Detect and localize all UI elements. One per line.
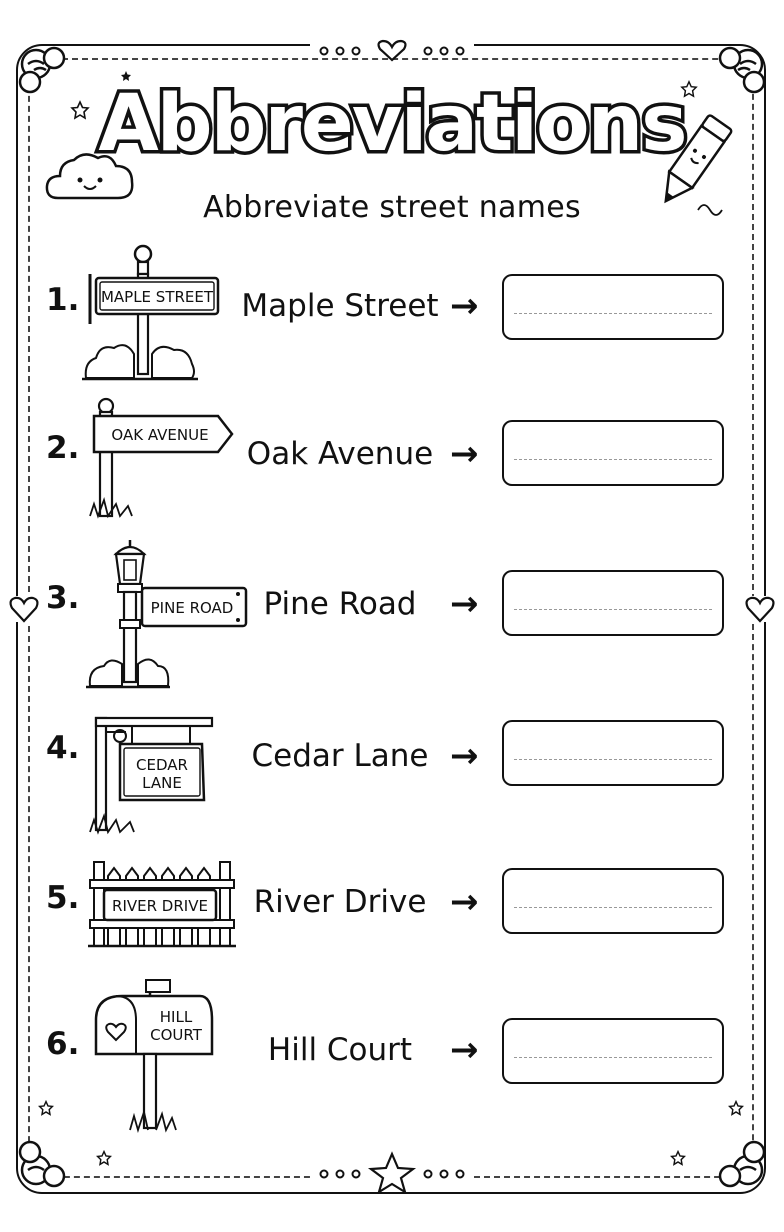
answer-box[interactable] xyxy=(502,420,724,486)
sign-label-line1: HILL xyxy=(160,1008,193,1026)
river-drive-fence-sign-icon: RIVER DRIVE xyxy=(88,861,236,948)
exercise-row-4: 4. CEDAR LANE Cedar Lane → xyxy=(0,706,784,846)
answer-guide-line xyxy=(514,609,712,610)
sign-label: MAPLE STREET xyxy=(101,288,214,306)
street-name: Hill Court xyxy=(267,1032,413,1068)
maple-street-sign-icon: MAPLE STREET xyxy=(82,244,220,381)
sign-label: OAK AVENUE xyxy=(111,426,208,444)
answer-box[interactable] xyxy=(502,570,724,636)
answer-guide-line xyxy=(514,907,712,908)
exercise-row-5: 5. RIVER DRIVE River Drive → xyxy=(0,850,784,990)
item-number: 3. xyxy=(46,580,80,616)
arrow-right-icon: → xyxy=(450,286,479,326)
small-star-icon xyxy=(70,100,90,120)
exercise-row-3: 3. PINE ROAD Pine Road → xyxy=(0,536,784,689)
answer-guide-line xyxy=(514,459,712,460)
item-number: 2. xyxy=(46,430,80,466)
oak-avenue-sign-icon: OAK AVENUE xyxy=(89,397,234,519)
arrow-right-icon: → xyxy=(450,736,479,776)
street-name: River Drive xyxy=(253,884,427,920)
street-name: Maple Street xyxy=(241,288,439,324)
arrow-right-icon: → xyxy=(450,434,479,474)
small-star-icon xyxy=(96,1150,112,1166)
right-heart-icon xyxy=(745,596,775,623)
sign-label-line2: COURT xyxy=(150,1026,203,1044)
pine-road-lamp-sign-icon: PINE ROAD xyxy=(86,540,248,689)
flower-corner-top-right-icon xyxy=(718,46,766,94)
subtitle: Abbreviate street names xyxy=(203,190,581,225)
smiling-cloud-icon xyxy=(45,153,134,200)
sign-label-line2: LANE xyxy=(142,774,182,792)
answer-guide-line xyxy=(514,759,712,760)
answer-guide-line xyxy=(514,313,712,314)
top-heart-divider-icon xyxy=(310,39,474,62)
arrow-right-icon: → xyxy=(450,584,479,624)
tiny-star-icon xyxy=(121,71,131,81)
smiling-pencil-icon xyxy=(664,114,733,216)
small-star-icon xyxy=(38,1100,54,1116)
item-number: 6. xyxy=(46,1026,80,1062)
hill-court-mailbox-icon: HILL COURT xyxy=(94,979,214,1134)
answer-box[interactable] xyxy=(502,868,724,934)
item-number: 5. xyxy=(46,880,80,916)
arrow-right-icon: → xyxy=(450,1030,479,1070)
exercise-row-2: 2. OAK AVENUE Oak Avenue → xyxy=(0,388,784,528)
exercise-row-6: 6. HILL COURT Hill Court → xyxy=(0,976,784,1134)
sign-label: RIVER DRIVE xyxy=(112,897,208,915)
arrow-right-icon: → xyxy=(450,882,479,922)
answer-box[interactable] xyxy=(502,720,724,786)
street-name: Oak Avenue xyxy=(246,436,434,472)
title-text: Abbreviations xyxy=(98,79,685,169)
street-name: Pine Road xyxy=(263,586,417,622)
sign-label-line1: CEDAR xyxy=(136,756,188,774)
small-star-icon xyxy=(728,1100,744,1116)
small-star-icon xyxy=(680,80,698,98)
bottom-star-divider-icon xyxy=(310,1151,474,1194)
answer-box[interactable] xyxy=(502,1018,724,1084)
left-heart-icon xyxy=(9,596,39,623)
worksheet-title: Abbreviations xyxy=(95,76,691,173)
answer-box[interactable] xyxy=(502,274,724,340)
item-number: 1. xyxy=(46,282,80,318)
cedar-lane-hanging-sign-icon: CEDAR LANE xyxy=(89,716,214,835)
flower-corner-bottom-left-icon xyxy=(18,1140,66,1188)
answer-guide-line xyxy=(514,1057,712,1058)
exercise-row-1: 1. MAPLE STREET Maple Street → xyxy=(0,240,784,381)
street-name: Cedar Lane xyxy=(251,738,429,774)
flower-corner-top-left-icon xyxy=(18,46,66,94)
item-number: 4. xyxy=(46,730,80,766)
small-star-icon xyxy=(670,1150,686,1166)
flower-corner-bottom-right-icon xyxy=(718,1140,766,1188)
sign-label: PINE ROAD xyxy=(151,599,234,617)
